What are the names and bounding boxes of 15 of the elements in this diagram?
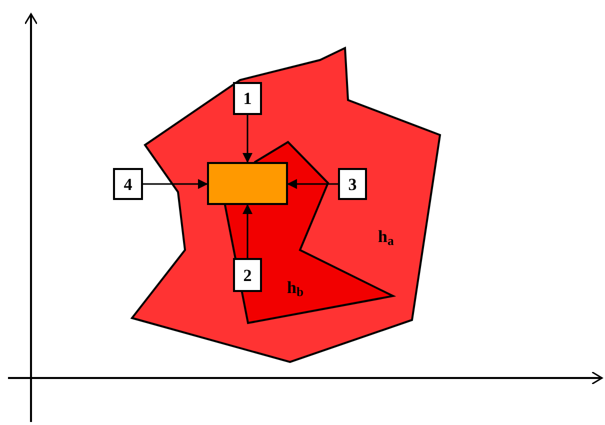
box-number: 2 — [243, 266, 252, 284]
numbered-box — [233, 258, 262, 292]
numbered-box — [338, 168, 367, 200]
box-number: 4 — [124, 176, 132, 192]
box-number: 1 — [243, 90, 252, 107]
arrow — [143, 179, 208, 189]
box-number: 3 — [348, 176, 357, 192]
numbered-box — [233, 82, 262, 115]
block-rectangle — [207, 162, 288, 205]
region-label: h$_{a}$ — [378, 228, 394, 245]
arrow — [242, 115, 252, 163]
numbered-box — [113, 168, 143, 200]
arrow — [287, 179, 338, 189]
arrow — [242, 204, 252, 258]
region-label: h$_{b}$ — [287, 279, 304, 296]
